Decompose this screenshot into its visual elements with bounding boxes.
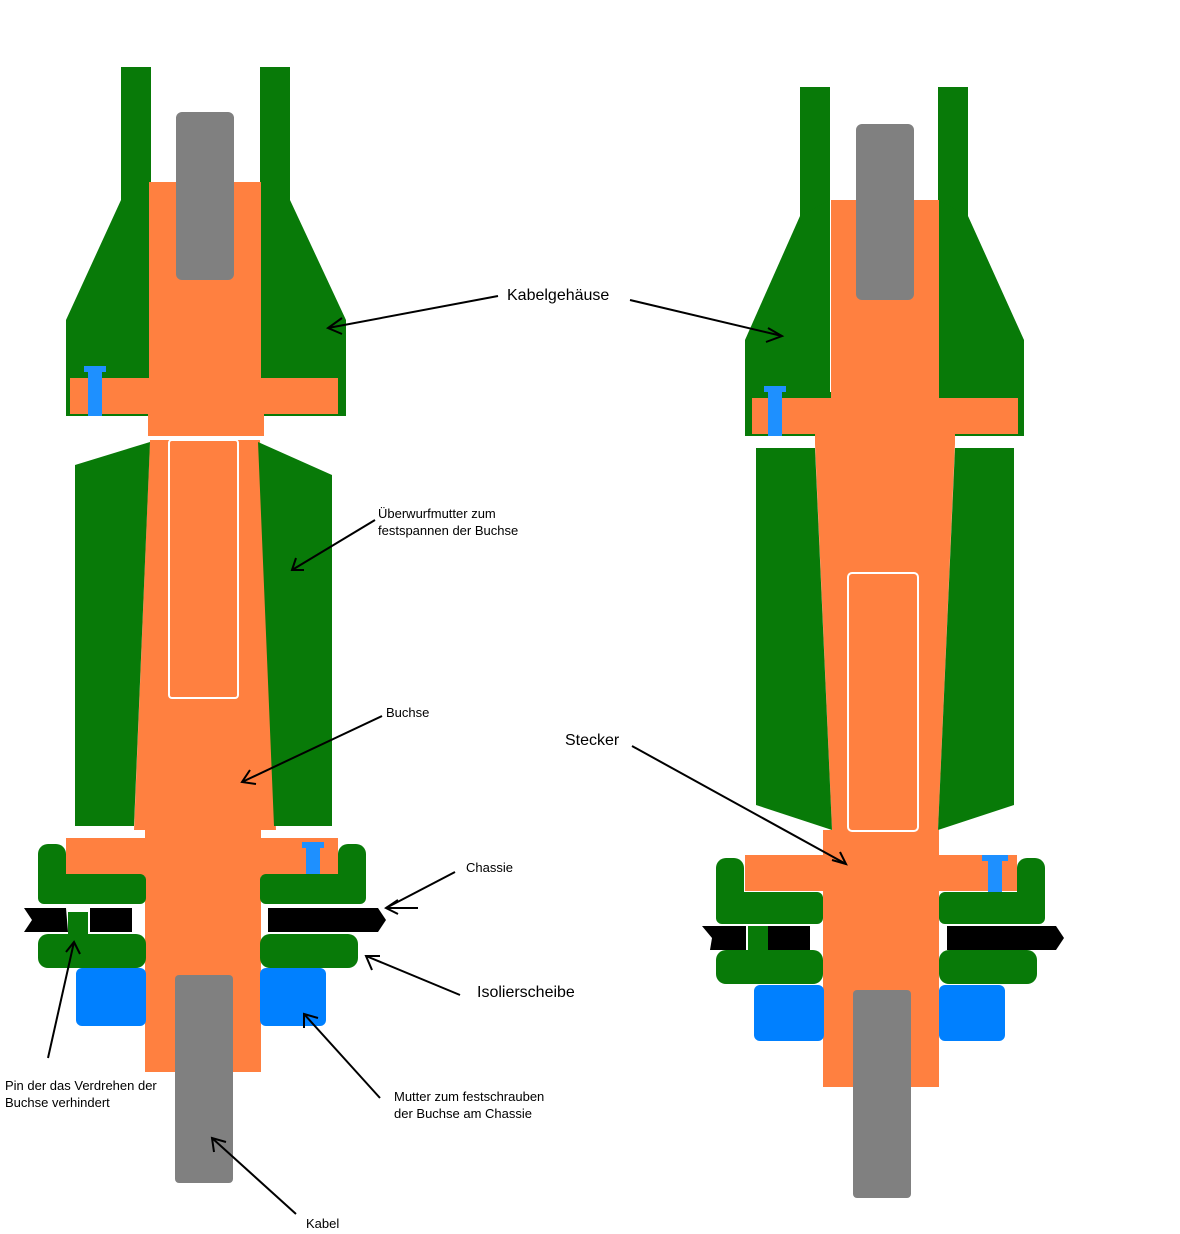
label-mutter-2: der Buchse am Chassie <box>394 1106 532 1121</box>
right-screw-top <box>764 386 786 436</box>
right-union-nut <box>756 448 1014 830</box>
label-buchse: Buchse <box>386 705 429 720</box>
label-kabelgehaeuse: Kabelgehäuse <box>507 287 609 304</box>
right-mount-housing <box>716 858 1045 984</box>
left-cable-top <box>176 112 234 280</box>
label-kabel: Kabel <box>306 1216 339 1231</box>
left-socket-hole <box>168 439 239 699</box>
callout-labels: Kabelgehäuse Überwurfmutter zum festspan… <box>5 287 620 1231</box>
right-anti-twist-pin <box>748 926 768 950</box>
left-mount-housing <box>38 844 366 968</box>
right-cable-top <box>856 124 914 300</box>
left-chassis-plate <box>24 908 386 932</box>
label-chassie: Chassie <box>466 860 513 875</box>
left-assembly <box>24 67 386 1183</box>
right-plug-pin-outline <box>847 572 919 832</box>
right-assembly <box>702 87 1064 1198</box>
left-cable-bottom <box>175 975 233 1183</box>
label-ueberwurfmutter-2: festspannen der Buchse <box>378 523 518 538</box>
left-fixing-nut <box>76 968 326 1026</box>
label-isolierscheibe: Isolierscheibe <box>477 984 575 1001</box>
label-pin-1: Pin der das Verdrehen der <box>5 1078 157 1093</box>
right-chassis-plate <box>702 926 1064 950</box>
left-anti-twist-pin <box>68 912 88 936</box>
left-screw-top <box>84 366 106 416</box>
label-mutter-1: Mutter zum festschrauben <box>394 1089 544 1104</box>
callout-arrows <box>47 295 848 1215</box>
left-union-nut <box>75 442 332 826</box>
label-pin-2: Buchse verhindert <box>5 1095 110 1110</box>
right-fixing-nut <box>754 985 1005 1041</box>
label-ueberwurfmutter-1: Überwurfmutter zum <box>378 506 496 521</box>
right-cable-bottom <box>853 990 911 1198</box>
label-stecker: Stecker <box>565 732 620 749</box>
right-screw-bottom <box>982 855 1008 903</box>
